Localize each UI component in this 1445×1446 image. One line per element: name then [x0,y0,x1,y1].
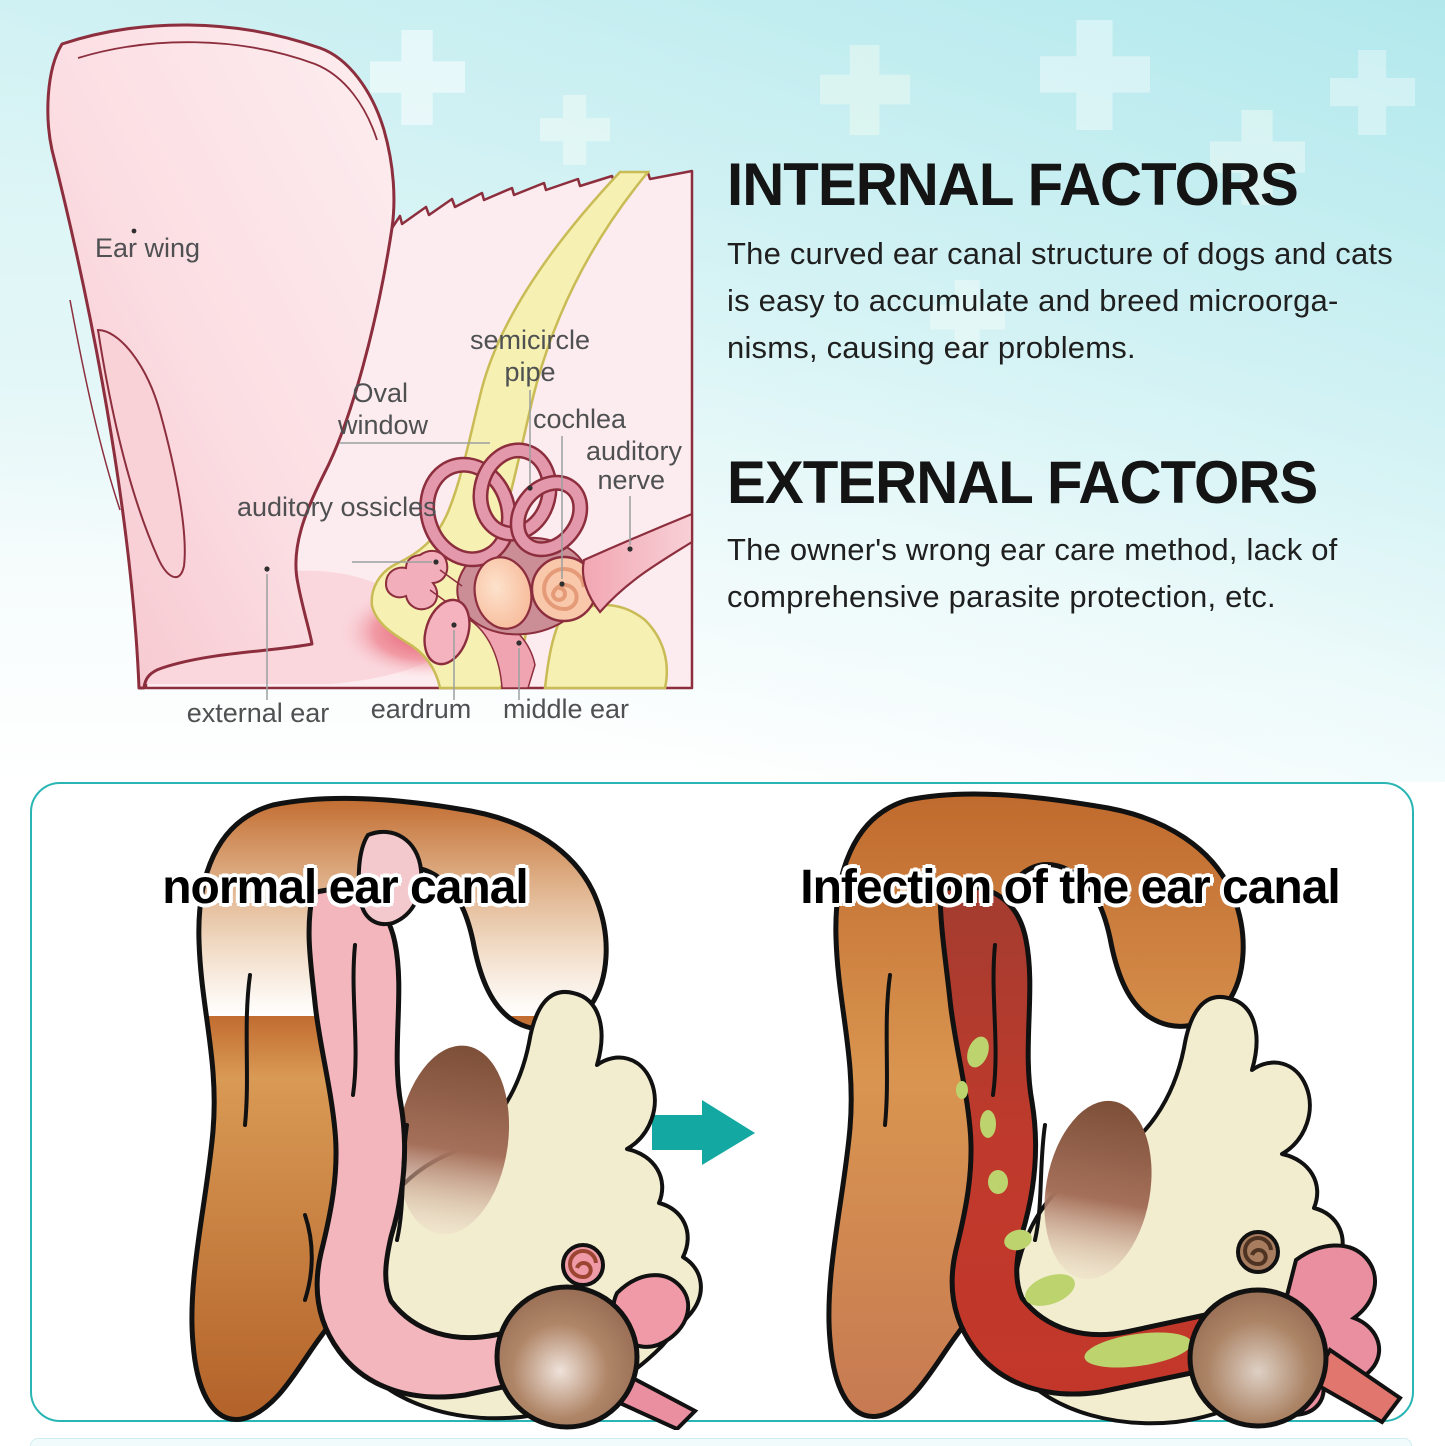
label-cochlea: cochlea [533,404,627,434]
label-auditory-ossicles: auditory ossicles [237,492,437,522]
infected-ear-illustration [826,791,1403,1429]
label-semicircle-line1: semicircle [470,325,590,355]
label-oval-line2: window [337,410,429,440]
label-eardrum: eardrum [371,694,472,724]
normal-ear-illustration [189,795,703,1430]
flap-detail-lines [243,943,409,1302]
pus-blobs [956,1036,1192,1368]
flap-detail-lines [883,943,1047,1242]
cochlea-cartoon-spiral [568,1249,598,1280]
leader-dots [131,228,633,646]
label-auditory-line1: auditory [586,436,683,466]
background-cross-shape [1330,50,1415,135]
label-ear-wing: Ear wing [95,233,200,263]
oval-window-shape [473,556,533,630]
semicircular-canals [419,442,589,568]
normal-ear-caption: normal ear canal [162,861,529,914]
auditory-ossicles-shape [384,549,449,611]
cochlea-spiral [542,567,586,612]
infected-ear-caption: Infection of the ear canal [800,861,1340,914]
ear-anatomy-diagram: Ear wing semicircle pipe Oval window coc… [46,23,694,728]
canal-shadow [396,1045,510,1235]
label-oval-line1: Oval [352,378,408,408]
external-factors-heading: EXTERNAL FACTORS [727,449,1318,516]
external-factors-body: The owner's wrong ear care method, lack … [727,532,1338,614]
ear-fold-shape [96,328,186,579]
ear-wing-shape [46,23,396,690]
auditory-nerve-shape [581,512,694,614]
label-auditory-line2: nerve [597,465,665,495]
tympanic-bulla [494,1284,640,1430]
ear-top-fold [356,829,424,926]
tympanic-bulla [1187,1287,1329,1429]
label-middle-ear: middle ear [503,694,629,724]
cochlea-cartoon-spiral [1243,1236,1273,1267]
internal-factors-body: The curved ear canal structure of dogs a… [727,236,1393,365]
label-semicircle-line2: pipe [504,357,555,387]
ear-wing-inner-line [77,41,378,141]
right-arrow-icon [652,1100,755,1165]
internal-factors-heading: INTERNAL FACTORS [727,151,1299,218]
canal-shadow [1044,1100,1152,1280]
eardrum-shape [423,598,471,666]
ear-fold-line [69,299,121,511]
label-external-ear: external ear [187,698,330,728]
background-cross-shape [1040,20,1150,130]
background-cross-shape [820,45,910,135]
leader-lines [266,390,631,700]
